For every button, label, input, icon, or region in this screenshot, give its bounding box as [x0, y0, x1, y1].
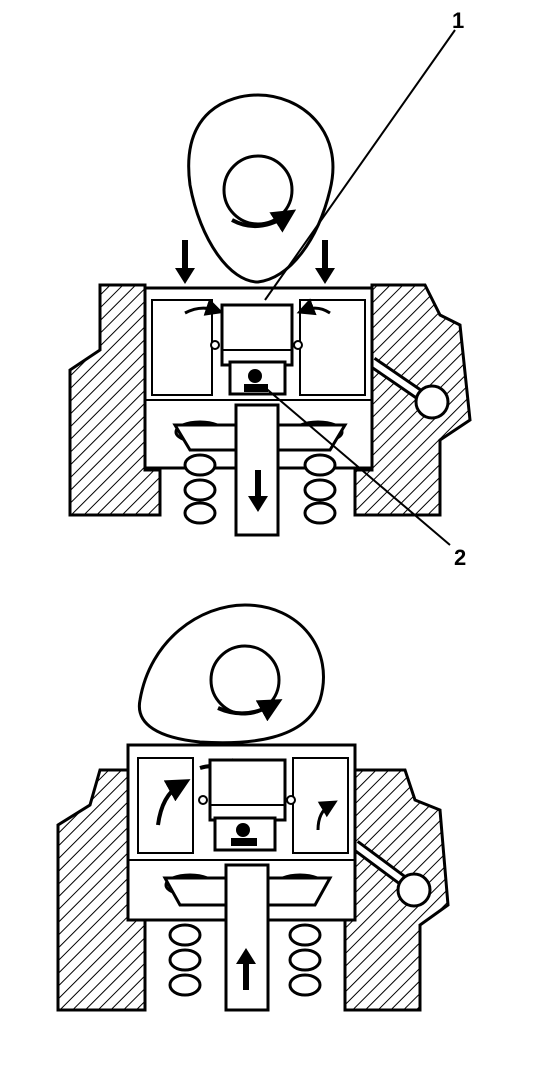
leader-line-2 [261, 384, 451, 546]
callout-label-1: 1 [452, 8, 465, 33]
valve-opening-view [56, 603, 450, 1012]
rotation-arrow-icon [231, 209, 297, 233]
down-arrow-icon-left [175, 240, 195, 284]
camshaft-lobe-lower [137, 603, 325, 745]
leader-line-1 [264, 29, 456, 301]
rotation-arrow-icon-lower [217, 699, 283, 722]
down-arrow-icon-right [315, 240, 335, 284]
check-valve [228, 360, 287, 396]
valve-stem [234, 403, 280, 537]
stem-up-arrow-icon [236, 948, 256, 964]
stem-down-arrow-icon [248, 496, 268, 512]
valve-closing-view [68, 29, 472, 546]
plunger [210, 303, 303, 367]
valve-stem-lower [224, 863, 270, 1012]
camshaft-circle [222, 154, 294, 226]
callout-label-2: 2 [454, 545, 467, 570]
camshaft-circle-lower [209, 644, 281, 716]
oil-gallery [368, 357, 450, 420]
oil-gallery-lower [351, 840, 432, 908]
plunger-lower [198, 758, 296, 822]
check-valve-lower [213, 816, 277, 852]
camshaft-lobe [187, 93, 335, 284]
